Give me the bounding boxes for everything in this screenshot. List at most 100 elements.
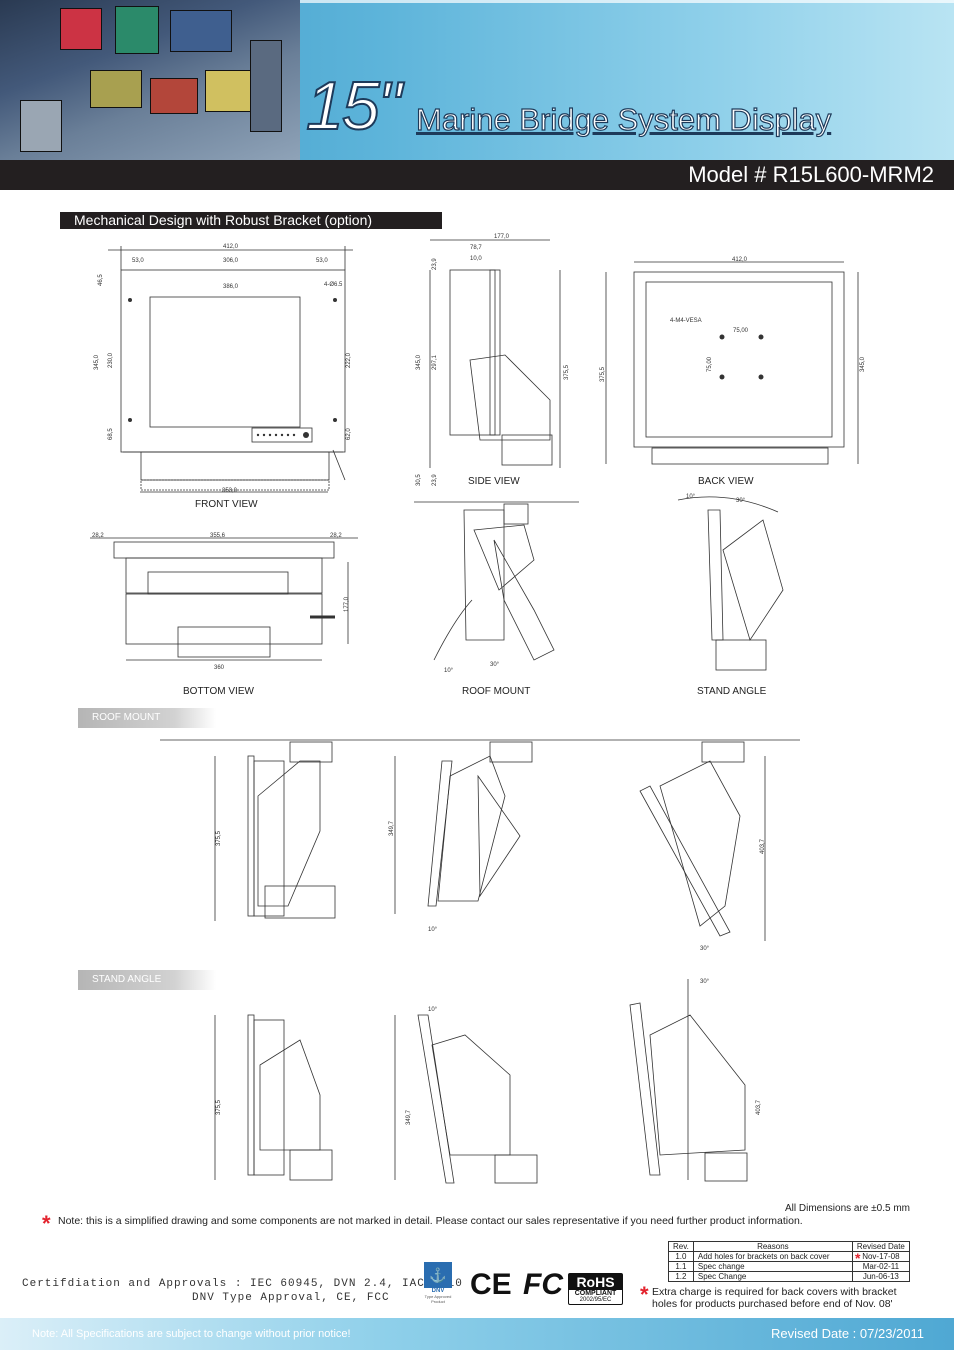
roof-mount-row-drawing: 375,5 349,7 403,7 10° 30° xyxy=(160,739,800,952)
dim-back-412: 412,0 xyxy=(732,257,748,263)
date-cell: Nov-17-08 xyxy=(851,1251,910,1262)
rev-header: Rev. xyxy=(668,1241,694,1252)
stand-row-403: 403,7 xyxy=(756,1099,762,1115)
extra-line-2: holes for products purchased before end … xyxy=(652,1298,893,1310)
note-asterisk: * xyxy=(42,1211,51,1236)
dim-side-23a: 23,9 xyxy=(432,258,438,270)
date-cell: Mar-02-11 xyxy=(851,1261,910,1272)
roof-mount-caption: ROOF MOUNT xyxy=(462,686,531,697)
dim-front-222: 222,0 xyxy=(346,352,352,368)
dim-back-75b: 75,00 xyxy=(707,356,713,372)
dim-back-75a: 75,00 xyxy=(733,328,749,334)
simplified-drawing-note: Note: this is a simplified drawing and s… xyxy=(58,1215,803,1227)
roof-mount-tag: ROOF MOUNT xyxy=(78,708,216,728)
extra-asterisk: * xyxy=(640,1282,649,1307)
footer-note: Note: All Specifications are subject to … xyxy=(32,1328,351,1340)
table-row: 1.0 Add holes for brackets on back cover… xyxy=(668,1251,910,1262)
back-view-drawing: 412,0 4-M4-VESA 75,00 75,00 375,5 345,0 xyxy=(600,257,866,465)
roof-small-30: 30° xyxy=(490,662,500,668)
model-bar xyxy=(0,160,954,190)
footer-bar xyxy=(0,1318,954,1350)
table-row: 1.2 Spec Change Jun-06-13 xyxy=(668,1271,910,1282)
rohs-logo-year: 2002/95/EC xyxy=(579,1297,612,1303)
front-view-caption: FRONT VIEW xyxy=(195,499,258,510)
dim-bottom-28a: 28,2 xyxy=(92,533,104,539)
cert-line-1: Certifdiation and Approvals : IEC 60945,… xyxy=(22,1278,463,1290)
dim-bottom-355: 355,6 xyxy=(210,533,226,539)
bottom-view-caption: BOTTOM VIEW xyxy=(183,686,254,697)
stand-angle-row-drawing: 375,5 349,7 403,7 10° 30° xyxy=(214,979,762,1184)
roof-small-10: 10° xyxy=(444,668,454,674)
back-view-caption: BACK VIEW xyxy=(698,476,754,487)
dim-bottom-28b: 28,2 xyxy=(330,533,342,539)
dim-side-375: 375,5 xyxy=(564,364,570,380)
dim-front-230: 230,0 xyxy=(108,352,114,368)
rev-cell: 1.2 xyxy=(668,1271,694,1282)
side-view-caption: SIDE VIEW xyxy=(468,476,520,487)
stand-angle-tag: STAND ANGLE xyxy=(78,970,216,990)
table-row: 1.1 Spec change Mar-02-11 xyxy=(668,1261,910,1272)
dim-front-68: 68,5 xyxy=(108,428,114,440)
roof-row-30: 30° xyxy=(700,946,710,952)
dim-front-412: 412,0 xyxy=(223,244,239,250)
model-number: Model # R15L600-MRM2 xyxy=(688,162,934,187)
dnv-logo-icon: ⚓ DNV Type Approved Product xyxy=(424,1262,452,1306)
stand-angle-caption: STAND ANGLE xyxy=(697,686,767,697)
fcc-logo-icon: FC xyxy=(523,1268,563,1301)
reason-cell: Spec Change xyxy=(692,1271,853,1282)
dim-back-345: 345,0 xyxy=(860,356,866,372)
extra-charge-note: Extra charge is required for back covers… xyxy=(652,1286,897,1310)
size-label: 15" xyxy=(305,68,403,144)
revision-table: Rev. Reasons Revised Date 1.0 Add holes … xyxy=(668,1241,910,1282)
dnv-logo-text: DNV xyxy=(431,1288,445,1294)
rohs-logo-text: RoHS xyxy=(569,1274,622,1290)
dim-bottom-360: 360 xyxy=(214,665,225,671)
stand-small-10: 10° xyxy=(686,494,696,500)
bottom-view-drawing: 28,2 355,6 28,2 177,0 360 xyxy=(90,533,358,671)
dim-front-62: 62,0 xyxy=(346,428,352,440)
stand-small-30: 30° xyxy=(736,498,746,504)
certification-text: Certifdiation and Approvals : IEC 60945,… xyxy=(22,1277,463,1305)
dim-front-345: 345,0 xyxy=(94,354,100,370)
side-view-drawing: 177,0 78,7 10,0 23,9 345,0 297,1 375,5 3… xyxy=(416,234,570,486)
dim-front-53a: 53,0 xyxy=(132,258,144,264)
roof-row-349: 349,7 xyxy=(389,820,395,836)
dim-bottom-177: 177,0 xyxy=(344,596,350,612)
dim-front-306: 306,0 xyxy=(223,258,239,264)
rev-cell: 1.1 xyxy=(668,1261,694,1272)
dim-front-hole: 4-Ø6.5 xyxy=(324,282,343,288)
stand-row-30: 30° xyxy=(700,979,710,985)
dim-side-78: 78,7 xyxy=(470,245,482,251)
dim-front-386: 386,0 xyxy=(223,284,239,290)
reason-cell: Spec change xyxy=(692,1261,853,1272)
ce-logo-icon: CE xyxy=(470,1268,512,1301)
dim-side-297: 297,1 xyxy=(432,354,438,370)
extra-line-1: Extra charge is required for back covers… xyxy=(652,1286,897,1298)
dim-side-30: 30,5 xyxy=(416,474,422,486)
page-title: Marine Bridge System Display xyxy=(415,102,832,137)
front-view-drawing: 412,0 53,0 306,0 53,0 386,0 4-Ø6.5 46,5 … xyxy=(94,244,353,494)
rohs-logo-icon: RoHS COMPLIANT 2002/95/EC xyxy=(568,1273,623,1305)
roof-row-403: 403,7 xyxy=(760,838,766,854)
header-strip xyxy=(300,0,954,3)
stand-row-10: 10° xyxy=(428,1007,438,1013)
cert-line-2: DNV Type Approval, CE, FCC xyxy=(192,1292,390,1304)
rev-cell: 1.0 xyxy=(668,1251,694,1262)
roof-mount-small-drawing: 10° 30° xyxy=(414,501,579,674)
dim-back-375: 375,5 xyxy=(600,366,606,382)
stand-row-349: 349,7 xyxy=(406,1109,412,1125)
dim-side-177: 177,0 xyxy=(494,234,510,240)
dim-side-345: 345,0 xyxy=(416,354,422,370)
table-asterisk: * xyxy=(855,1250,861,1266)
dim-front-53b: 53,0 xyxy=(316,258,328,264)
dim-back-vesa: 4-M4-VESA xyxy=(670,318,702,324)
dnv-logo-sub: Type Approved Product xyxy=(424,1294,452,1304)
bridge-console-photo xyxy=(0,0,300,160)
roof-row-375: 375,5 xyxy=(216,830,222,846)
dimension-tolerance-note: All Dimensions are ±0.5 mm xyxy=(785,1203,910,1214)
stand-angle-small-drawing: 10° 30° xyxy=(677,494,784,671)
date-header: Revised Date xyxy=(851,1241,910,1252)
roof-row-10: 10° xyxy=(428,927,438,933)
reason-cell: Add holes for brackets on back cover xyxy=(692,1251,853,1262)
dim-front-353: 353,0 xyxy=(222,488,238,494)
